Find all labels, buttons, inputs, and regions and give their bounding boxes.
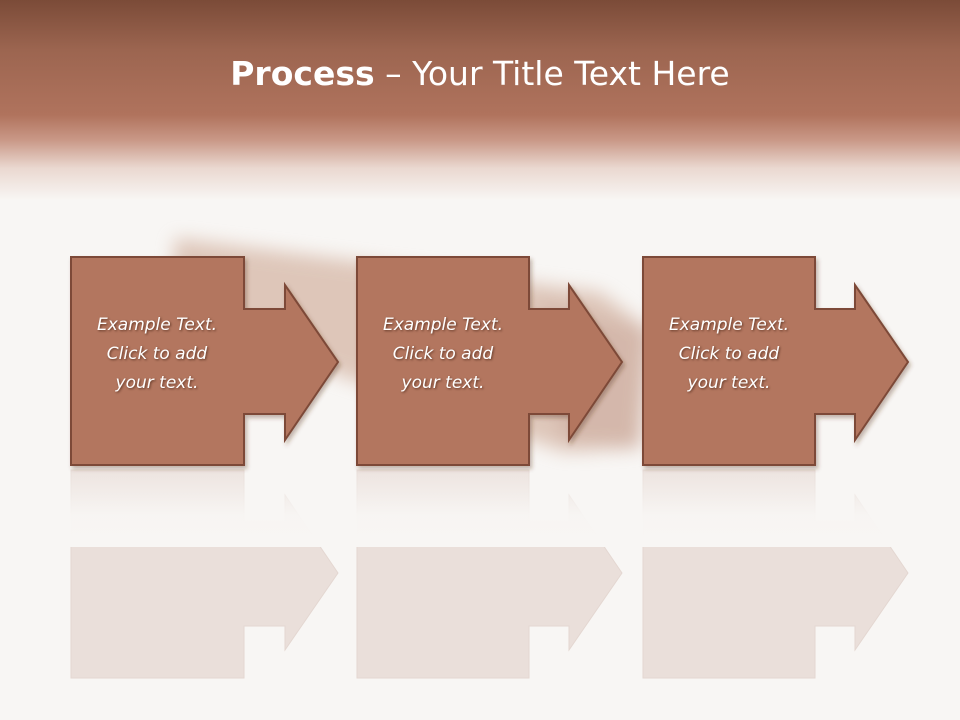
step-text-line: Example Text.	[382, 315, 504, 335]
step-text-line: Click to add	[392, 344, 494, 364]
title-rest: – Your Title Text Here	[374, 54, 730, 93]
process-step-3-shape	[642, 256, 910, 466]
process-step-2-text[interactable]: Example Text. Click to add your text.	[357, 311, 529, 398]
step-text-line: your text.	[115, 373, 199, 393]
process-step-3-text[interactable]: Example Text. Click to add your text.	[643, 311, 815, 398]
step-text-line: your text.	[687, 373, 771, 393]
slide-title[interactable]: Process – Your Title Text Here	[0, 52, 960, 96]
title-bold: Process	[230, 54, 375, 93]
process-step-2-shape	[356, 256, 624, 466]
step-text-line: your text.	[401, 373, 485, 393]
process-step-1-text[interactable]: Example Text. Click to add your text.	[71, 311, 243, 398]
step-text-line: Click to add	[678, 344, 780, 364]
step-text-line: Example Text.	[96, 315, 218, 335]
step-text-line: Example Text.	[668, 315, 790, 335]
process-step-1-shape	[70, 256, 340, 466]
step-text-line: Click to add	[106, 344, 208, 364]
header-band	[0, 0, 960, 200]
